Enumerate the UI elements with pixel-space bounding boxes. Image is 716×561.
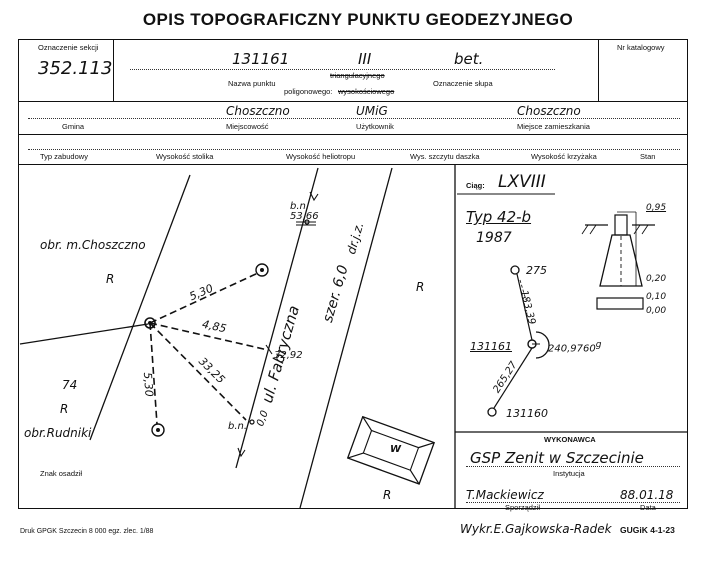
- col-roof-height: Wys. szczytu daszka: [410, 152, 480, 161]
- distance-530b: 5,30: [140, 371, 156, 398]
- form-frame: [18, 39, 688, 509]
- point-number: 131161: [232, 50, 290, 68]
- angle-unit: g: [595, 340, 602, 350]
- r-label-middle: R: [416, 280, 425, 294]
- distance-3292: 32,92: [274, 350, 303, 361]
- building-w: W: [390, 444, 402, 455]
- post-label: Oznaczenie słupa: [433, 79, 493, 88]
- print-note: Druk GPGK Szczecin 8 000 egz. zlec. 1/88: [20, 528, 154, 535]
- institution-label: Instytucja: [553, 469, 585, 478]
- strike-triang: triangulacyjnego: [330, 71, 385, 80]
- type-value: Typ 42-b: [466, 208, 532, 226]
- col-heliotrope-height: Wysokość heliotropu: [286, 152, 356, 161]
- date-value: 88.01.18: [620, 488, 674, 502]
- institution-baseline: [466, 466, 680, 467]
- header-divider-left: [113, 39, 114, 101]
- prepared-value: T.Mackiewicz: [466, 488, 544, 502]
- ciag-label: Ciąg:: [466, 181, 485, 190]
- p131160: 131160: [506, 407, 548, 420]
- drawn-by: Wykr.E.Gajkowska-Radek: [460, 522, 612, 536]
- angle-value: 240,9760g: [548, 340, 601, 354]
- point-name-baseline: [130, 69, 555, 70]
- columns-bottom-line: [18, 164, 688, 165]
- col-building-type: Typ zabudowy: [40, 152, 88, 161]
- sheet-label: Oznaczenie sekcji: [38, 43, 99, 52]
- parcel-74: 74: [62, 378, 78, 392]
- dim-010: 0,10: [646, 292, 667, 302]
- commune-label: Gmina: [62, 122, 85, 131]
- document-title: OPIS TOPOGRAFICZNY PUNKTU GEODEZYJNEGO: [142, 10, 574, 29]
- bn-bottom: b.n.: [228, 421, 248, 432]
- bn-top-value: 53,66: [290, 211, 319, 222]
- date-label: Data: [640, 503, 656, 512]
- point-caption: Znak osadził: [40, 469, 83, 478]
- dim-000: 0,00: [646, 306, 667, 316]
- col-cross-height: Wysokość krzyżaka: [531, 152, 597, 161]
- ciag-value: LXVIII: [498, 172, 546, 192]
- r-label-lower: R: [60, 402, 69, 416]
- locality-label: Miejscowość: [226, 122, 269, 131]
- poly-label: poligonowego:: [284, 87, 333, 96]
- r-label-left: R: [106, 272, 115, 286]
- col-status: Stan: [640, 152, 656, 161]
- institution-value: GSP Zenit w Szczecinie: [470, 449, 644, 467]
- columns-baseline: [28, 149, 680, 150]
- name-label: Nazwa punktu: [228, 79, 276, 88]
- p131161: 131161: [470, 340, 512, 353]
- user-label: Użytkownik: [356, 122, 394, 131]
- r-label-bottom: R: [383, 488, 392, 502]
- residence-value: Choszczno: [517, 104, 581, 118]
- header-divider-right: [598, 39, 599, 101]
- catalog-label: Nr katalogowy: [617, 43, 665, 52]
- col-table-height: Wysokość stolika: [156, 152, 214, 161]
- made-label: WYKONAWCA: [544, 435, 596, 444]
- dim-095: 0,95: [646, 203, 667, 213]
- prepared-baseline: [466, 502, 680, 503]
- p275: 275: [526, 264, 547, 277]
- location-bottom-line: [18, 134, 688, 135]
- angle-number: 240,9760: [548, 343, 596, 355]
- residence-label: Miejsce zamieszkania: [517, 122, 590, 131]
- locality-value: Choszczno: [226, 104, 290, 118]
- form-code: GUGiK 4-1-23: [620, 525, 675, 535]
- point-class: III: [358, 50, 372, 68]
- area-rudniki: obr.Rudniki: [24, 426, 92, 440]
- sheet-value: 352.113: [38, 58, 113, 79]
- user-value: UMiG: [356, 104, 388, 118]
- post-marking: bet.: [454, 50, 484, 68]
- year-value: 1987: [476, 230, 512, 246]
- header-bottom-line: [18, 101, 688, 102]
- area-choszczno: obr. m.Choszczno: [40, 238, 146, 252]
- strike-height: wysokościowego: [338, 87, 395, 96]
- bn-top: b.n.: [290, 201, 310, 212]
- dim-020: 0,20: [646, 274, 667, 284]
- location-baseline: [28, 118, 680, 119]
- prepared-label: Sporządził: [505, 503, 541, 512]
